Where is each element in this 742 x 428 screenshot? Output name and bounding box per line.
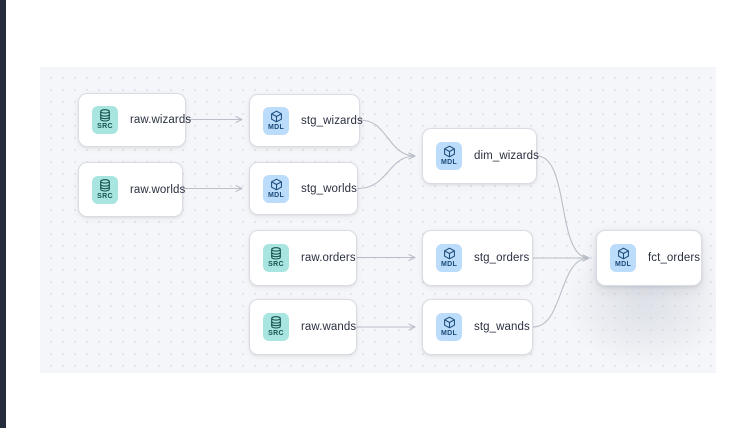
node-label: raw.wizards [130,114,192,126]
graph-node-dim-wizards[interactable]: MDL dim_wizards [422,128,540,184]
graph-node-stg-wizards[interactable]: MDL stg_wizards [249,94,363,147]
graph-node-raw-orders[interactable]: SRC raw.orders [249,230,357,286]
node-label: raw.wands [301,321,357,333]
edge-dim-wizards-to-fct-orders [536,155,590,262]
graph-node-raw-wizards[interactable]: SRC raw.wizards [78,93,191,147]
graph-node-stg-worlds[interactable]: MDL stg_worlds [249,162,358,215]
model-badge-abbr: MDL [267,123,285,131]
model-badge: MDL [436,244,462,272]
edge-stg-wizards-to-dim-wizards [359,119,416,160]
model-badge-abbr: MDL [440,261,458,268]
model-badge: MDL [436,313,462,341]
database-icon [270,316,282,329]
model-badge-abbr: MDL [440,330,458,337]
model-badge: MDL [436,142,462,170]
node-label: stg_orders [474,252,530,264]
model-badge: MDL [263,174,289,203]
cube-icon [443,145,456,158]
model-badge: MDL [610,244,636,272]
graph-node-stg-wands[interactable]: MDL stg_wands [422,299,533,355]
node-label: raw.orders [301,252,356,264]
node-label: stg_wizards [301,114,363,127]
left-navigation-rail[interactable] [0,0,6,428]
source-badge-abbr: SRC [268,261,284,268]
graph-node-raw-worlds[interactable]: SRC raw.worlds [78,162,186,217]
model-badge: MDL [263,106,289,135]
cube-icon [270,178,283,191]
source-badge: SRC [263,313,289,341]
model-badge-abbr: MDL [614,261,632,268]
edge-stg-worlds-to-dim-wizards [357,152,416,190]
node-label: stg_wands [474,321,530,333]
cube-icon [443,247,456,260]
node-label: fct_orders [648,252,701,264]
source-badge-abbr: SRC [97,123,113,130]
model-badge-abbr: MDL [267,191,285,199]
source-badge: SRC [92,175,118,204]
lineage-graph-canvas[interactable]: SRC raw.wizards SRC raw.worlds [40,67,716,373]
graph-node-raw-wands[interactable]: SRC raw.wands [249,299,357,355]
node-label: stg_worlds [301,182,357,195]
source-badge-abbr: SRC [268,330,284,337]
database-icon [270,247,282,260]
graph-node-fct-orders[interactable]: MDL fct_orders [596,230,702,286]
cube-icon [617,247,630,260]
source-badge: SRC [263,244,289,272]
cube-icon [443,316,456,329]
graph-node-stg-orders[interactable]: MDL stg_orders [422,230,533,286]
source-badge-abbr: SRC [97,192,113,200]
node-label: dim_wizards [474,150,540,162]
cube-icon [270,110,283,123]
database-icon [99,109,111,122]
node-label: raw.worlds [130,183,186,196]
database-icon [99,178,111,192]
source-badge: SRC [92,106,118,134]
model-badge-abbr: MDL [440,159,458,166]
